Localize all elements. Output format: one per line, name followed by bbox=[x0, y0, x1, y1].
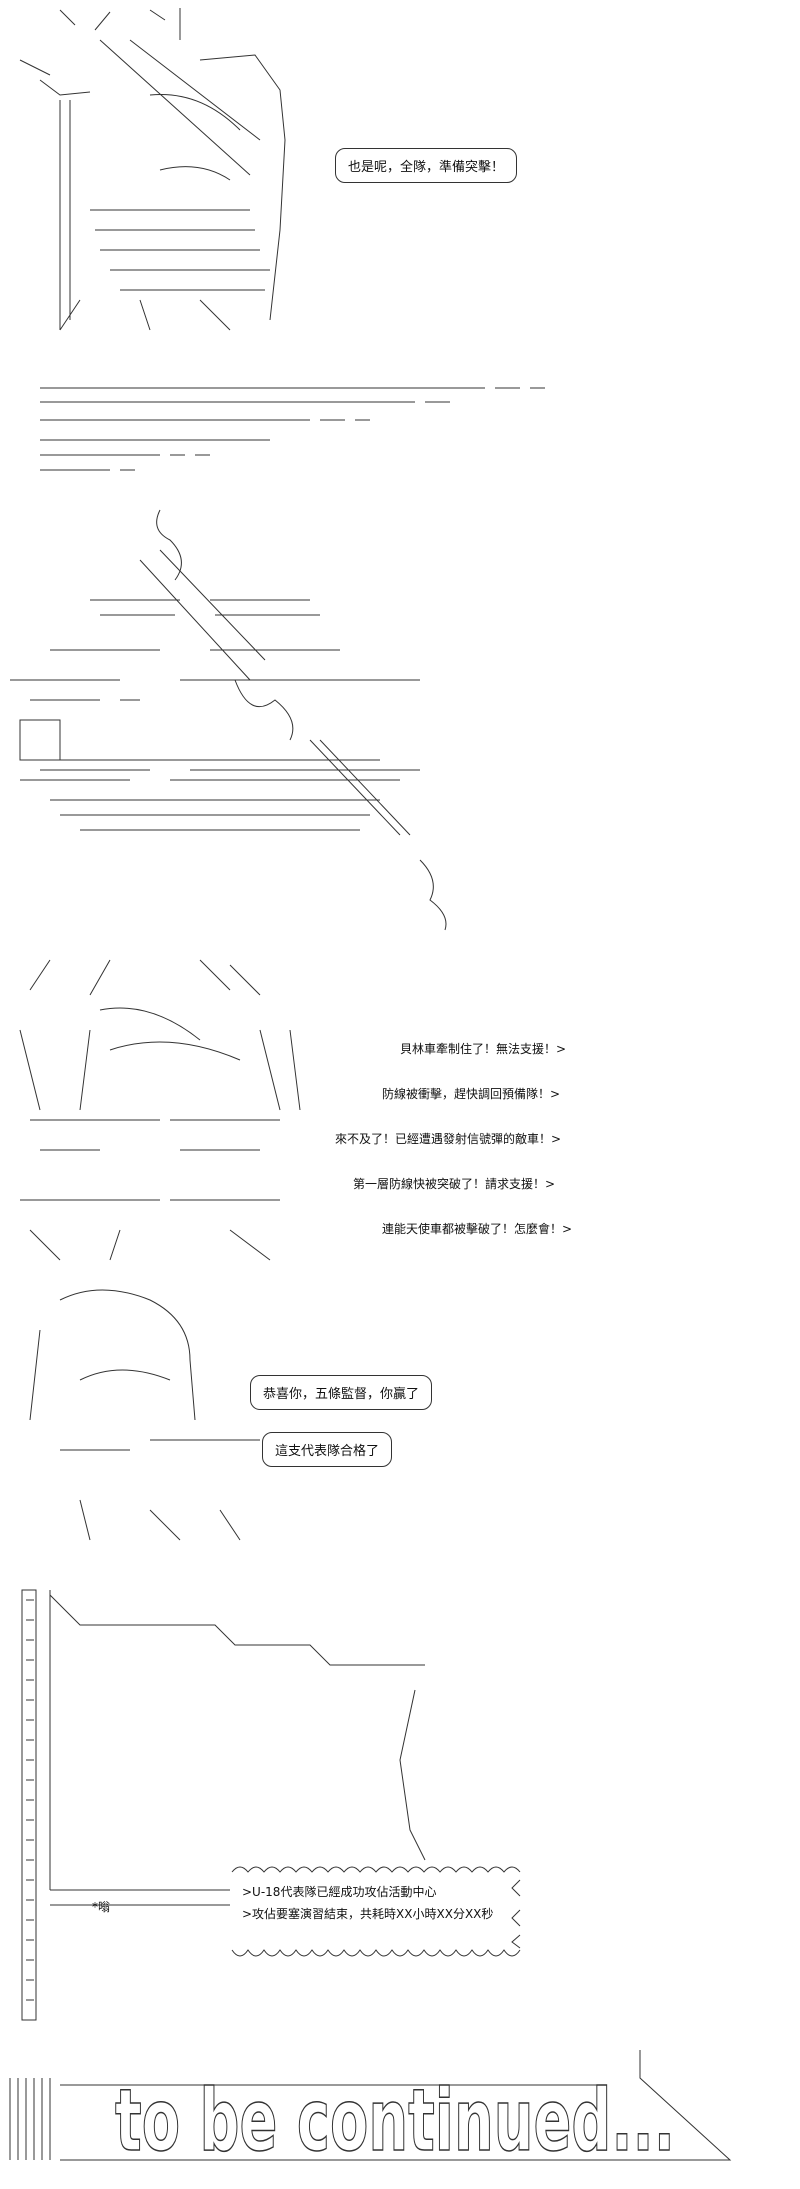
chatter-line-1: 貝林車牽制住了！無法支援！> bbox=[400, 1040, 566, 1057]
speech-bubble-panel4-a: 恭喜你，五條監督，你贏了 bbox=[250, 1375, 433, 1410]
sound-effect-text: *嗡 bbox=[92, 1900, 111, 1914]
speech-bubble-text: 這支代表隊合格了 bbox=[275, 1444, 380, 1459]
chatter-text: 第一層防線快被突破了！請求支援！> bbox=[353, 1177, 556, 1191]
sound-effect: *嗡 bbox=[92, 1898, 110, 1915]
banner-frame bbox=[231, 1866, 521, 1957]
chatter-line-2: 防線被衝擊，趕快調回預備隊！> bbox=[382, 1085, 560, 1102]
speech-bubble-panel1: 也是呢，全隊，準備突擊！ bbox=[335, 148, 518, 183]
panel5-building-art bbox=[21, 1589, 426, 2021]
panel1-character-art bbox=[19, 8, 286, 331]
chatter-text: 連能天使車都被擊破了！怎麼會！> bbox=[382, 1222, 573, 1236]
chatter-text: 防線被衝擊，趕快調回預備隊！> bbox=[382, 1087, 561, 1101]
banner-line-1: >U-18代表隊已經成功攻佔活動中心 bbox=[242, 1885, 437, 1899]
horizontal-rules bbox=[40, 387, 545, 471]
chatter-line-5: 連能天使車都被擊破了！怎麼會！> bbox=[382, 1220, 572, 1237]
panel2-tank-art bbox=[10, 509, 447, 931]
announcement-banner: >U-18代表隊已經成功攻佔活動中心 >攻佔要塞演習結束，共耗時XX小時XX分X… bbox=[230, 1865, 525, 1960]
speech-bubble-panel4-b: 這支代表隊合格了 bbox=[262, 1432, 393, 1467]
footer-outline-art bbox=[9, 2050, 732, 2161]
chatter-text: 來不及了！已經遭遇發射信號彈的敵車！> bbox=[335, 1132, 562, 1146]
chatter-line-3: 來不及了！已經遭遇發射信號彈的敵車！> bbox=[335, 1130, 561, 1147]
to-be-continued-text: to be continued... bbox=[115, 2071, 675, 2171]
panel3-character-art bbox=[19, 959, 301, 1261]
chatter-line-4: 第一層防線快被突破了！請求支援！> bbox=[353, 1175, 555, 1192]
chatter-text: 貝林車牽制住了！無法支援！> bbox=[400, 1042, 567, 1056]
banner-line-2: >攻佔要塞演習結束，共耗時XX小時XX分XX秒 bbox=[242, 1907, 494, 1921]
speech-bubble-text: 也是呢，全隊，準備突擊！ bbox=[348, 160, 505, 175]
to-be-continued-logo: to be continued... bbox=[114, 2070, 676, 2172]
panel4-character-art bbox=[29, 1289, 260, 1541]
speech-bubble-text: 恭喜你，五條監督，你贏了 bbox=[263, 1387, 420, 1402]
